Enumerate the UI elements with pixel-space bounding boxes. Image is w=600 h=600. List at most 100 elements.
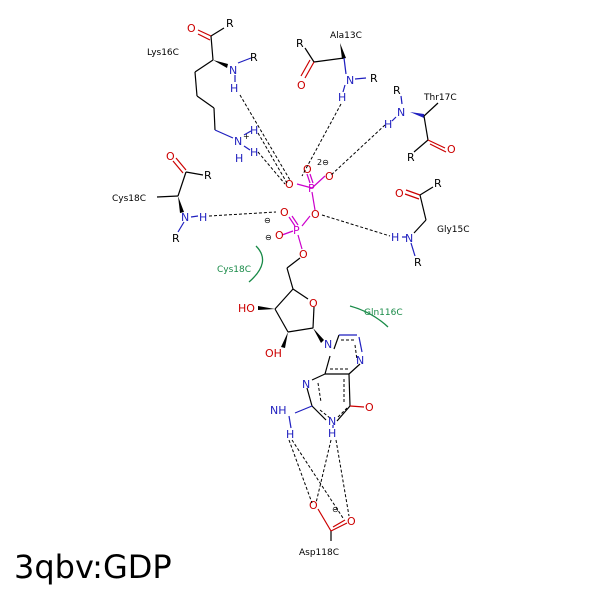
atom-o: O bbox=[311, 208, 320, 221]
atom-n: N bbox=[346, 74, 354, 87]
residue-label-asp118c: Asp118C bbox=[299, 548, 339, 558]
bond bbox=[301, 215, 311, 227]
bond bbox=[210, 35, 214, 61]
residue-label-cys18c: Cys18C bbox=[112, 194, 146, 204]
atom-o: O bbox=[309, 499, 318, 512]
residue-label-lys16c: Lys16C bbox=[147, 48, 179, 58]
atom-h: H bbox=[230, 82, 238, 95]
bond bbox=[336, 405, 351, 422]
bond bbox=[197, 29, 212, 37]
ligand-gdp: O P O O 2⊖ O O ⊖ P O ⊖ O O HO OH N N N O… bbox=[238, 158, 374, 441]
hydrogen-bond bbox=[288, 439, 313, 504]
atom-r: R bbox=[172, 232, 180, 245]
bond bbox=[311, 175, 326, 189]
atom-r: R bbox=[414, 256, 422, 269]
bond bbox=[343, 57, 347, 75]
bond bbox=[172, 160, 184, 174]
bond bbox=[197, 33, 211, 41]
bond bbox=[214, 129, 234, 139]
aromatic-bond bbox=[317, 382, 322, 403]
bond bbox=[349, 405, 365, 408]
bond bbox=[243, 145, 251, 151]
atom-r: R bbox=[296, 37, 304, 50]
bond bbox=[286, 267, 294, 290]
atom-h: H bbox=[250, 124, 258, 137]
bond bbox=[287, 327, 314, 333]
bond bbox=[342, 84, 346, 93]
wedge-bond bbox=[213, 60, 228, 68]
atom-n: N bbox=[397, 106, 405, 119]
atom-r: R bbox=[393, 84, 401, 97]
residue-label-gln116c: Gln116C bbox=[364, 308, 403, 318]
bond bbox=[281, 230, 294, 236]
bond bbox=[300, 59, 311, 77]
bond bbox=[274, 288, 294, 310]
hydrogen-bond bbox=[239, 94, 291, 181]
bond bbox=[332, 519, 346, 528]
atom-r: R bbox=[407, 151, 415, 164]
page-title: 3qbv:GDP bbox=[14, 548, 172, 586]
wedge-bond bbox=[340, 43, 346, 59]
residue-label-thr17c: Thr17C bbox=[423, 93, 457, 103]
bond bbox=[194, 59, 214, 73]
atom-r: R bbox=[370, 72, 378, 85]
bond bbox=[196, 95, 215, 109]
hydrogen-bond bbox=[257, 132, 288, 184]
atom-o: O bbox=[187, 22, 196, 35]
hydrogen-bond bbox=[301, 103, 342, 177]
residue-label-gly15c: Gly15C bbox=[437, 225, 470, 235]
residue-thr17c: R Thr17C N H O R bbox=[384, 84, 457, 164]
hydrogen-bond bbox=[335, 439, 350, 517]
bond bbox=[330, 522, 348, 532]
residue-gly15c: R O Gly15C H N R bbox=[391, 177, 470, 269]
atom-o: O bbox=[285, 178, 294, 191]
bond bbox=[185, 171, 204, 176]
atom-ho: HO bbox=[238, 302, 255, 315]
atom-o: O bbox=[303, 163, 312, 176]
bond bbox=[291, 215, 299, 226]
bond bbox=[292, 288, 309, 300]
bond bbox=[419, 186, 434, 196]
charge-2minus: 2⊖ bbox=[317, 158, 329, 167]
residue-label-cys18c-hydrophobic: Cys18C bbox=[217, 265, 251, 275]
bond bbox=[348, 363, 361, 375]
hydrophobic-arc bbox=[349, 305, 389, 328]
bond bbox=[304, 61, 315, 79]
bond bbox=[306, 387, 313, 407]
wedge-bond bbox=[313, 328, 324, 343]
bond bbox=[312, 306, 315, 329]
atom-n: N bbox=[356, 354, 364, 367]
bond bbox=[405, 189, 421, 196]
bond bbox=[413, 219, 427, 234]
bond bbox=[410, 242, 416, 257]
bond bbox=[423, 115, 429, 141]
atom-n: N bbox=[181, 211, 189, 224]
atom-r: R bbox=[434, 177, 442, 190]
bond bbox=[313, 57, 345, 63]
wedge-bond bbox=[410, 112, 424, 118]
atom-n: N bbox=[234, 135, 242, 148]
bond bbox=[304, 47, 315, 63]
bond bbox=[311, 405, 327, 421]
atom-n: N bbox=[324, 338, 332, 351]
atom-o: O bbox=[365, 401, 374, 414]
bond bbox=[324, 355, 331, 375]
hydrophobic-contacts: Cys18C Gln116C bbox=[217, 245, 403, 328]
bond bbox=[243, 130, 252, 136]
atom-h: H bbox=[250, 146, 258, 159]
hydrogen-bond bbox=[329, 124, 386, 177]
bond bbox=[288, 216, 296, 227]
hydrogen-bond bbox=[208, 211, 277, 217]
atom-h: H bbox=[328, 427, 336, 440]
residue-cys18c: O R Cys18C N H R bbox=[112, 150, 212, 245]
atom-n: N bbox=[328, 415, 336, 428]
residue-label-ala13c: Ala13C bbox=[330, 31, 362, 41]
bond bbox=[413, 139, 429, 153]
bond bbox=[274, 308, 289, 333]
atom-o: O bbox=[309, 297, 318, 310]
bond bbox=[429, 143, 447, 153]
bond bbox=[354, 77, 367, 80]
bond bbox=[404, 193, 420, 200]
bond bbox=[177, 221, 185, 233]
bond bbox=[296, 183, 313, 189]
